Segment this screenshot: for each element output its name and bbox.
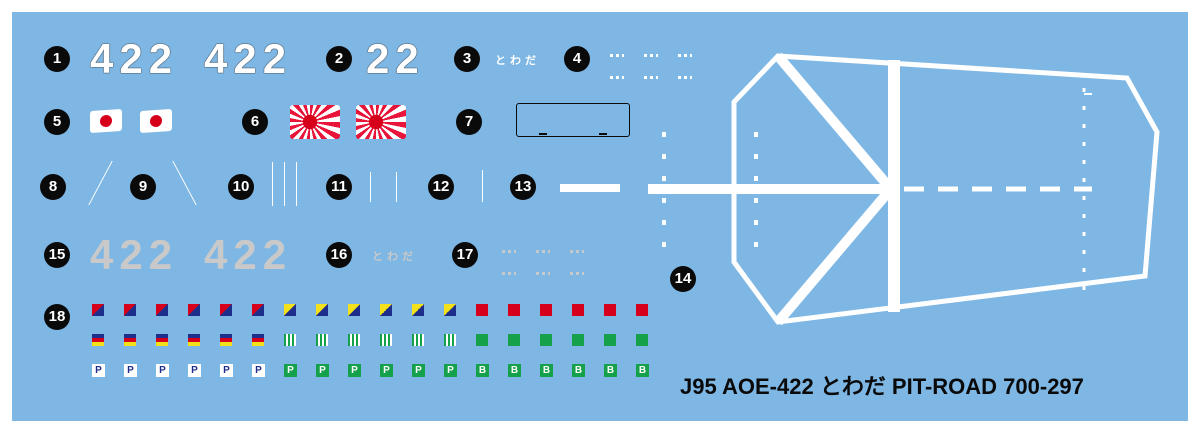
signal-flag-b-green: B [572, 364, 585, 377]
ship-name-kana-white: とわだ [495, 54, 540, 67]
hull-number-422-b: 422 [204, 35, 293, 82]
railing-decal [272, 162, 273, 206]
signal-flag-p-green: P [316, 364, 329, 377]
signal-flag-p-blue: P [92, 364, 105, 377]
signal-flag-yellow-blue [284, 304, 296, 316]
dotted-marks-grey [502, 240, 604, 284]
signal-flag-green-stripes [380, 334, 392, 346]
hull-number-22: 22 [366, 35, 425, 82]
signal-flag-green-stripes [444, 334, 456, 346]
ship-name-kana-grey: とわだ [372, 250, 417, 263]
signal-flag-tricolor [188, 334, 200, 346]
hull-number-422-grey-a: 422 [90, 231, 179, 278]
signal-flag-b-green: B [508, 364, 521, 377]
decal-number-16: 16 [326, 242, 352, 268]
decal-number-12: 12 [428, 174, 454, 200]
signal-flag-yellow-blue [316, 304, 328, 316]
signal-flag-red-blue [220, 304, 232, 316]
outline-box-decal [516, 103, 630, 137]
signal-flag-p-green: P [380, 364, 393, 377]
signal-flag-red [476, 304, 488, 316]
signal-flag-p-green: P [348, 364, 361, 377]
signal-flag-p-blue: P [124, 364, 137, 377]
signal-flag-b-green: B [476, 364, 489, 377]
decal-number-9: 9 [130, 174, 156, 200]
signal-flag-red [572, 304, 584, 316]
railing-decal [284, 162, 285, 206]
decal-number-15: 15 [44, 242, 70, 268]
decal-number-6: 6 [242, 109, 268, 135]
signal-flag-tricolor [124, 334, 136, 346]
signal-flag-p-blue: P [220, 364, 233, 377]
signal-flag-green-stripes [348, 334, 360, 346]
decal-number-1: 1 [44, 46, 70, 72]
decal-number-4: 4 [564, 46, 590, 72]
signal-flag-red [604, 304, 616, 316]
signal-flag-yellow-blue [444, 304, 456, 316]
signal-flag-yellow-blue [380, 304, 392, 316]
signal-flag-green [476, 334, 488, 346]
signal-flag-green-stripes [284, 334, 296, 346]
signal-flag-p-green: P [412, 364, 425, 377]
signal-flag-red [540, 304, 552, 316]
signal-flag-b-green: B [636, 364, 649, 377]
signal-flag-red-blue [252, 304, 264, 316]
railing-decal [370, 172, 371, 202]
signal-flag-green [636, 334, 648, 346]
decal-number-2: 2 [326, 46, 352, 72]
hull-number-422-grey-b: 422 [204, 231, 293, 278]
decal-number-18: 18 [44, 304, 70, 330]
signal-flag-tricolor [220, 334, 232, 346]
signal-flag-b-green: B [604, 364, 617, 377]
signal-flag-red-blue [156, 304, 168, 316]
decal-number-5: 5 [44, 109, 70, 135]
railing-decal [296, 162, 297, 206]
signal-flag-p-green: P [444, 364, 457, 377]
signal-flag-green-stripes [316, 334, 328, 346]
rising-sun-flag-icon [356, 105, 406, 139]
signal-flag-red [508, 304, 520, 316]
decal-number-8: 8 [40, 174, 66, 200]
signal-flag-red-blue [92, 304, 104, 316]
signal-flag-tricolor [92, 334, 104, 346]
signal-flag-green [508, 334, 520, 346]
signal-flag-green [604, 334, 616, 346]
decal-number-14: 14 [670, 266, 696, 292]
signal-flag-red [636, 304, 648, 316]
decal-number-3: 3 [454, 46, 480, 72]
product-label: J95 AOE-422 とわだ PIT-ROAD 700-297 [680, 374, 1084, 399]
dotted-marks-white [610, 44, 712, 88]
signal-flag-red-blue [124, 304, 136, 316]
decal-number-13: 13 [510, 174, 536, 200]
flight-deck-outline [648, 52, 1160, 326]
signal-flag-yellow-blue [348, 304, 360, 316]
signal-flag-p-blue: P [188, 364, 201, 377]
signal-flag-green [540, 334, 552, 346]
decal-number-11: 11 [326, 174, 352, 200]
deck-stripe-decal [560, 184, 620, 192]
signal-flag-red-blue [188, 304, 200, 316]
signal-flag-tricolor [252, 334, 264, 346]
decal-sheet: 1 422 422 2 22 3 とわだ 4 5 6 7 8 9 10 [12, 12, 1188, 421]
signal-flag-green [572, 334, 584, 346]
signal-flag-yellow-blue [412, 304, 424, 316]
decal-number-17: 17 [452, 242, 478, 268]
signal-flag-p-blue: P [156, 364, 169, 377]
rising-sun-flag-icon [290, 105, 340, 139]
signal-flag-p-green: P [284, 364, 297, 377]
signal-flag-tricolor [156, 334, 168, 346]
signal-flag-b-green: B [540, 364, 553, 377]
hull-number-422-a: 422 [90, 35, 179, 82]
signal-flag-green-stripes [412, 334, 424, 346]
railing-decal [396, 172, 397, 202]
decal-number-10: 10 [228, 174, 254, 200]
railing-decal [482, 170, 483, 202]
decal-number-7: 7 [456, 109, 482, 135]
signal-flag-p-blue: P [252, 364, 265, 377]
